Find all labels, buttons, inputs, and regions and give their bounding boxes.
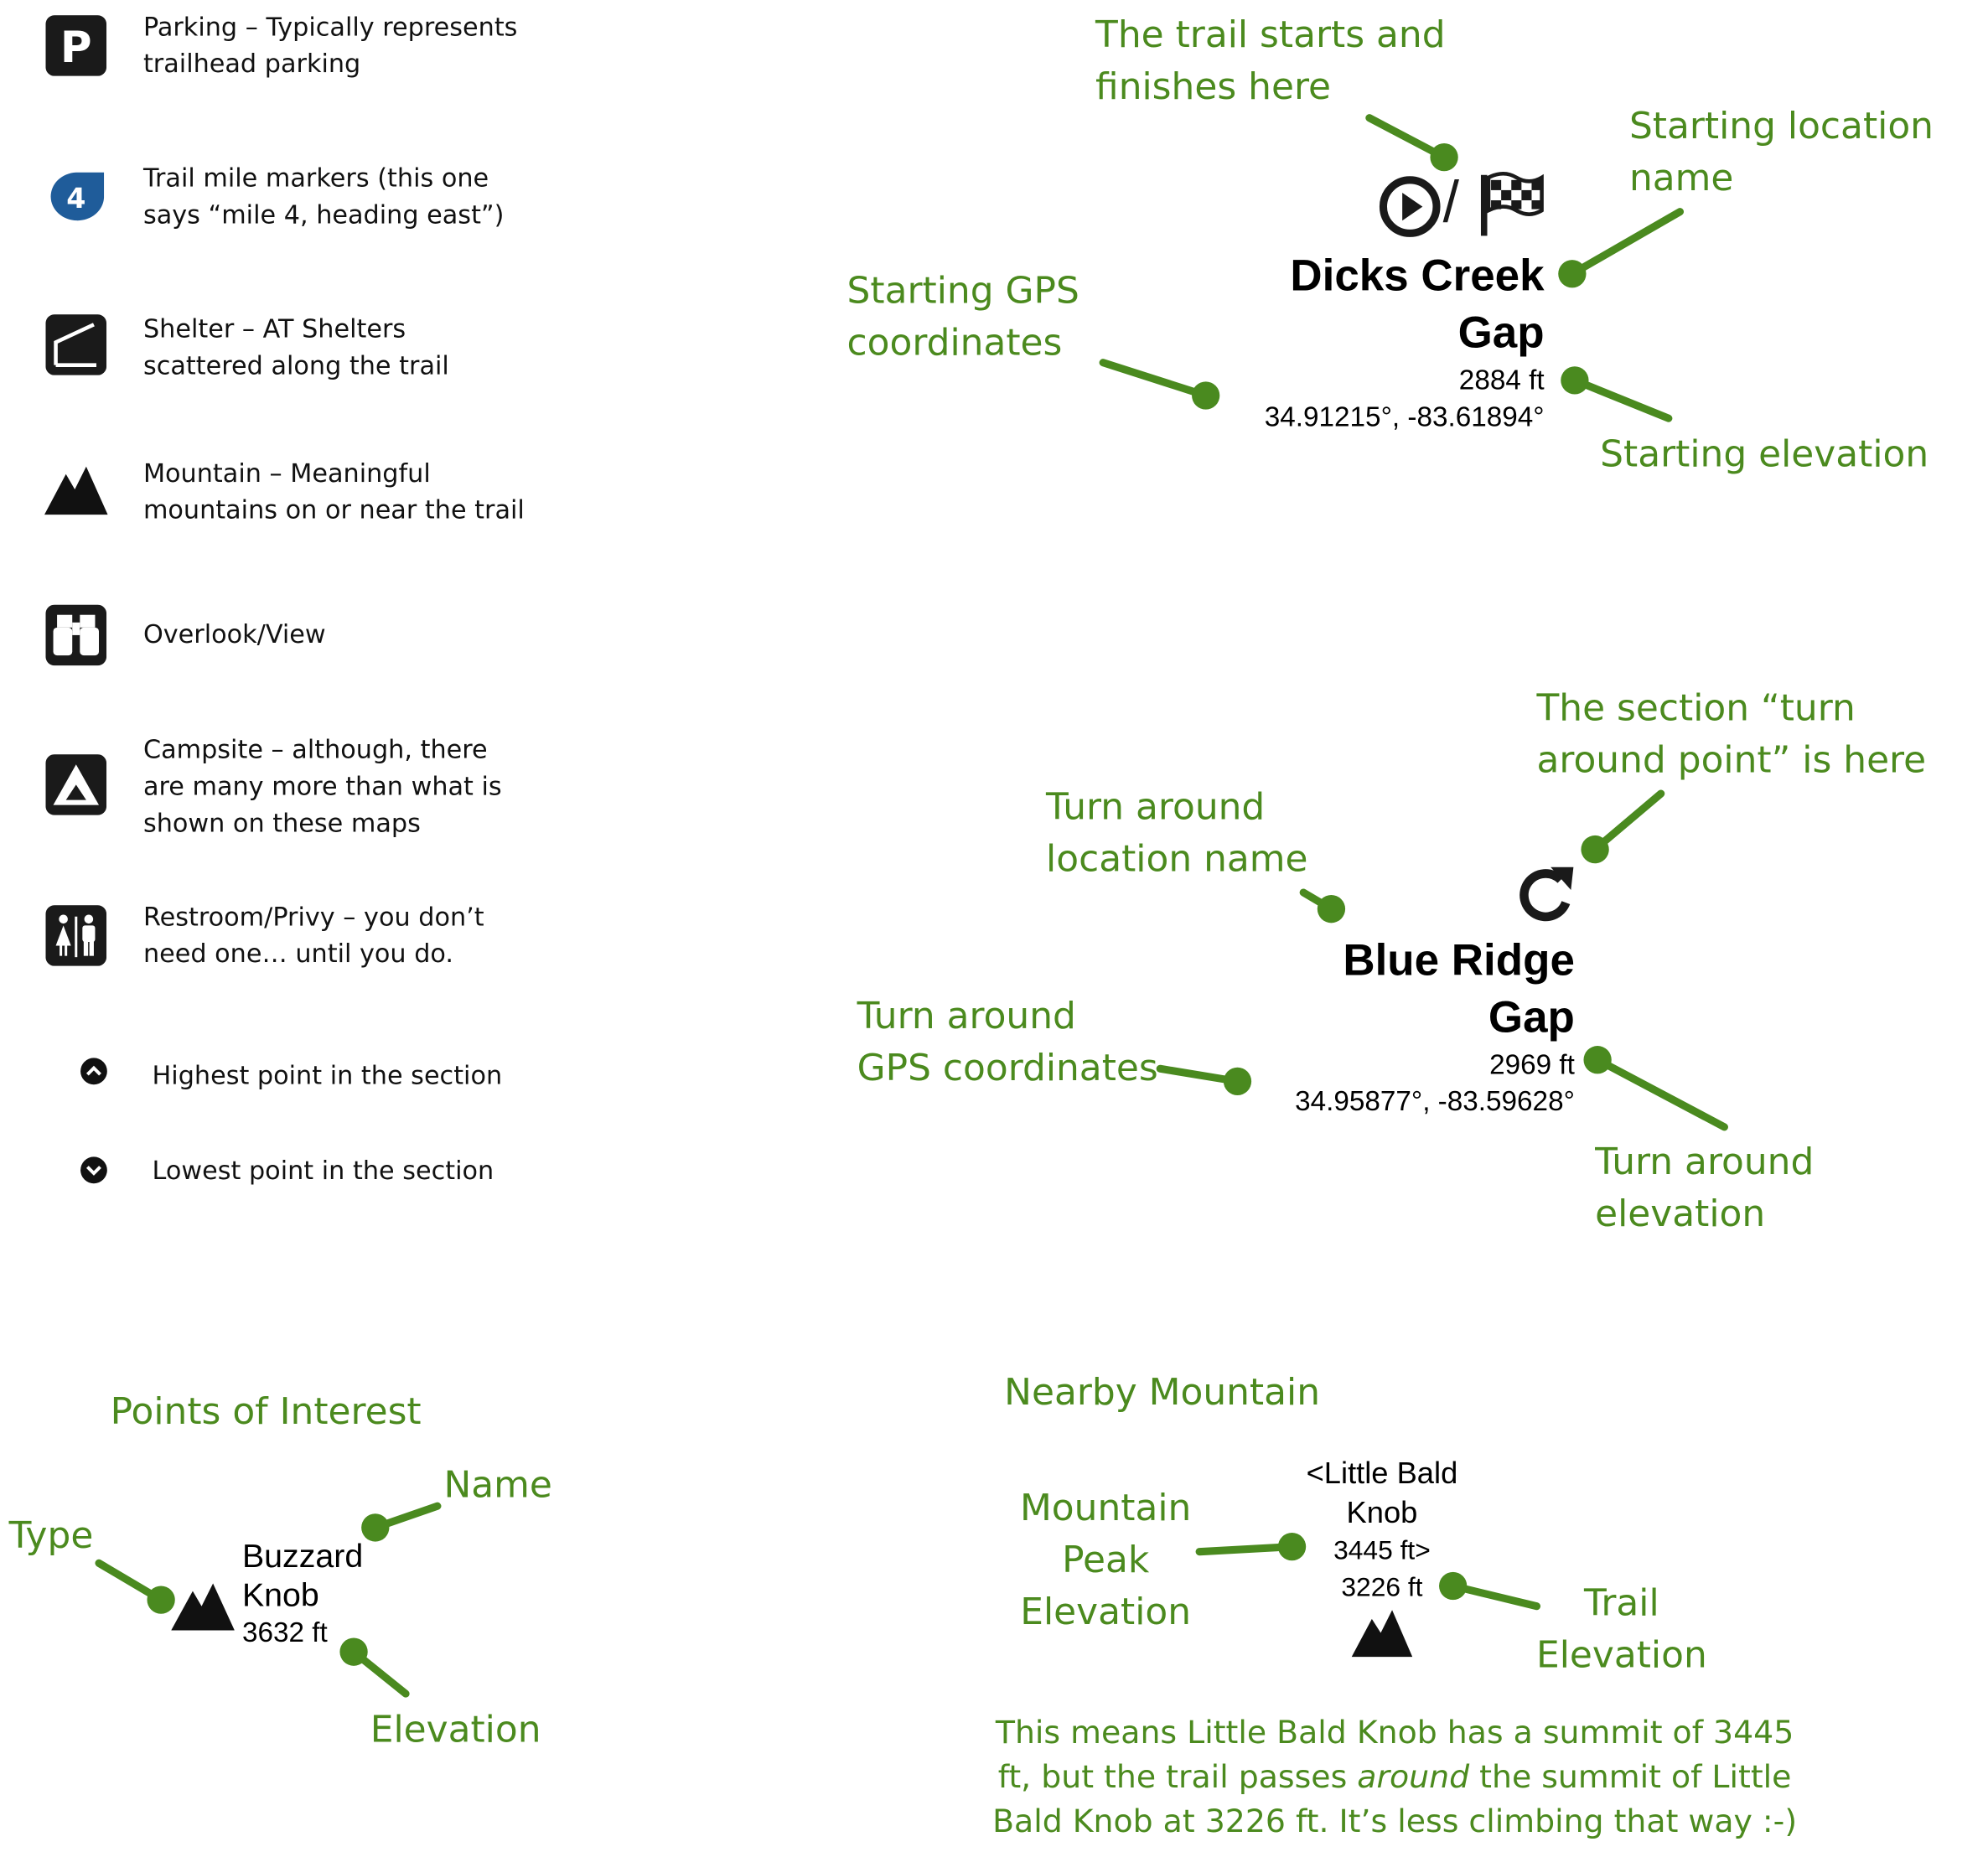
svg-text:4: 4 [66,182,85,215]
chevron-down-circle-icon [80,1156,107,1184]
binoculars-icon [45,604,107,666]
leader-turn-point [1591,789,1665,854]
leader-turn-point-dot [1581,835,1609,864]
start-gps: 34.91215°, -83.61894° [1264,401,1545,432]
leader-poi-type-dot [147,1586,175,1614]
mountain-icon [171,1583,235,1631]
leader-peak-elevation-dot [1277,1532,1307,1561]
poi-heading: Points of Interest [110,1389,422,1433]
annotation-poi-elevation: Elevation [370,1707,541,1751]
mountain-icon [44,466,108,515]
leader-start-location-name-dot [1558,260,1587,288]
leader-trail-elevation [1449,1581,1541,1611]
start-elevation: 2884 ft [1458,364,1545,396]
legend-highest-text: Highest point in the section [152,1059,503,1091]
turnaround-elevation: 2969 ft [1489,1048,1575,1080]
svg-text:P: P [60,23,92,73]
leader-poi-name-dot [361,1513,390,1542]
parking-icon: P [45,15,107,76]
leader-poi-elevation-dot [339,1637,368,1666]
turn-around-icon [1519,867,1574,922]
leader-start-finish-dot [1430,142,1458,172]
nearby-trail-elevation: 3226 ft [1341,1573,1423,1603]
turnaround-gps: 34.95877°, -83.59628° [1295,1084,1575,1117]
start-finish-separator: / [1442,168,1459,235]
restroom-icon [45,905,107,966]
play-circle-icon [1379,176,1441,237]
leader-turnaround-elevation [1593,1056,1728,1131]
leader-peak-elevation [1195,1543,1297,1556]
leader-trail-elevation-dot [1439,1571,1468,1601]
annotation-starting-elevation: Starting elevation [1600,432,1929,476]
annotation-poi-type: Type [8,1513,94,1557]
mountain-icon [1351,1610,1413,1658]
leader-turnaround-location-name-dot [1317,895,1346,923]
leader-start-elevation [1571,376,1673,422]
annotation-poi-name: Name [443,1462,552,1507]
leader-start-gps [1099,359,1210,400]
annotation-turnaround-elevation: Turn around elevation [1595,1140,1815,1235]
leader-start-finish [1365,114,1448,162]
leader-turnaround-elevation-dot [1583,1046,1612,1074]
mile-marker-icon: 4 [50,172,105,221]
nearby-peak-elevation: 3445 ft> [1333,1536,1431,1566]
poi-elevation: 3632 ft [241,1616,328,1648]
legend-lowest-text: Lowest point in the section [152,1155,494,1186]
nearby-heading: Nearby Mountain [1004,1370,1321,1414]
leader-start-gps-dot [1192,381,1220,410]
legend-overlook-text: Overlook/View [142,618,326,649]
leader-start-elevation-dot [1561,366,1589,395]
nearby-explanation-note: This means Little Bald Knob has a summit… [992,1714,1798,1840]
leader-start-location-name [1568,208,1684,278]
leader-turnaround-gps-dot [1223,1067,1252,1096]
shelter-icon [45,314,107,375]
checkered-flag-icon [1480,171,1544,236]
tent-icon [45,754,107,815]
chevron-up-circle-icon [80,1058,107,1085]
